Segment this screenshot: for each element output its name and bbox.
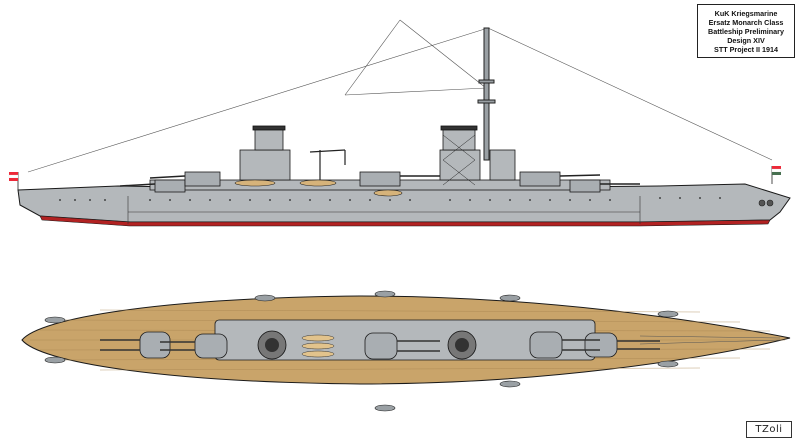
- title-block: KuK Kriegsmarine Ersatz Monarch Class Ba…: [697, 4, 795, 58]
- ship-top-plan: [21, 290, 791, 412]
- funnel-caps: [252, 125, 478, 131]
- gun-barrels-side: [119, 174, 640, 187]
- hungary-flag-bow: [771, 166, 782, 184]
- rigging-wires: [27, 19, 773, 173]
- main-turrets-plan: [139, 331, 618, 360]
- funnel-caps-plan: [265, 338, 469, 352]
- title-line-type: Battleship Preliminary: [708, 26, 784, 36]
- title-line-design: Design XIV: [727, 35, 765, 45]
- ship-side-profile: [8, 19, 791, 227]
- austria-flag-stern: [8, 172, 19, 190]
- main-turrets-side: [154, 171, 601, 193]
- title-line-class: Ersatz Monarch Class: [708, 17, 784, 27]
- bow-anchors: [758, 199, 774, 207]
- boats-plan: [301, 334, 335, 358]
- portholes: [59, 197, 721, 201]
- boot-topping: [39, 215, 771, 227]
- main-mast: [477, 27, 496, 161]
- side-sponsons: [44, 290, 679, 412]
- tower-lattice: [442, 134, 476, 186]
- boat-crane: [309, 149, 346, 182]
- bow-deck-fittings: [639, 335, 781, 345]
- title-line-project: STT Project II 1914: [714, 44, 778, 54]
- ship-boats: [234, 179, 403, 197]
- gun-barrels-plan: [100, 339, 660, 352]
- title-line-navy: KuK Kriegsmarine: [714, 8, 778, 18]
- artist-signature: TZoli: [746, 421, 792, 438]
